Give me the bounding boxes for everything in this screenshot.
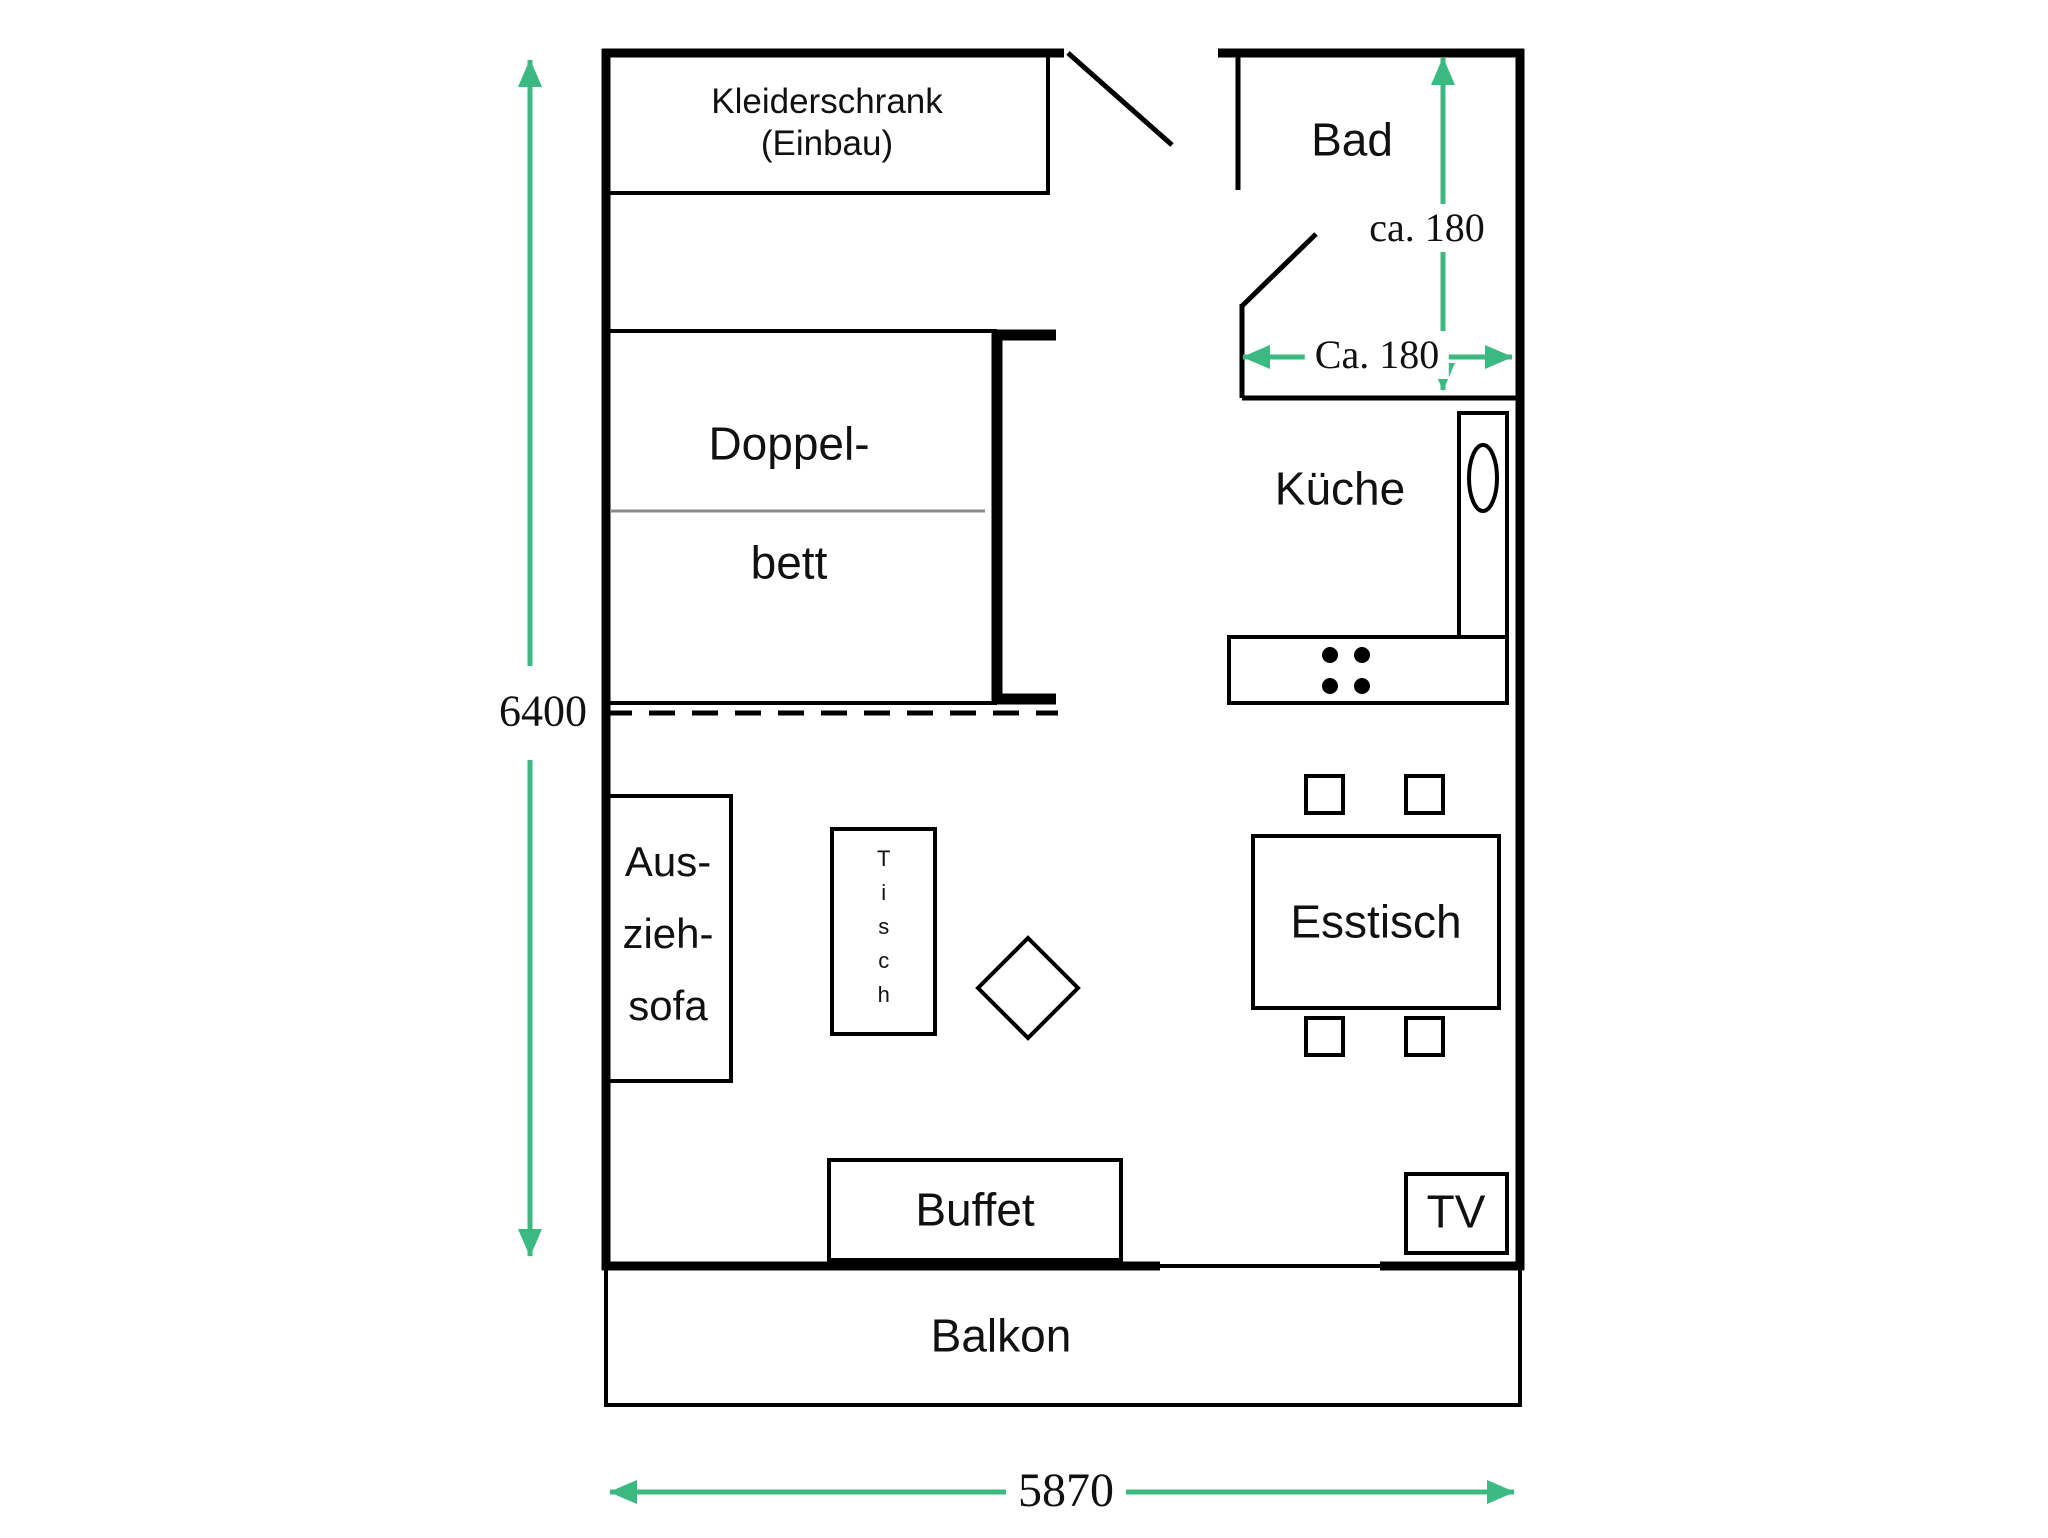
bad-label: Bad — [1311, 113, 1393, 166]
doppelbett-label-line2: bett — [750, 536, 828, 589]
tv-label: TV — [1426, 1185, 1486, 1238]
kleiderschrank-line1: Kleiderschrank — [711, 82, 943, 121]
ausziehsofa-box — [604, 794, 733, 1083]
doppelbett-label-line1: Doppel- — [708, 417, 870, 470]
chair-box — [1404, 774, 1445, 815]
kueche-label: Küche — [1274, 462, 1406, 515]
stove-burner — [1354, 678, 1370, 694]
kleiderschrank-line2: (Einbau) — [760, 124, 894, 163]
stove — [1227, 635, 1509, 705]
chair-box — [1304, 1016, 1345, 1057]
ausziehsofa-line3: sofa — [628, 982, 708, 1029]
esstisch-box — [1251, 834, 1501, 1010]
total-height-dimension: 6400 — [487, 685, 599, 739]
stove-burner — [1322, 678, 1338, 694]
tisch-box — [830, 827, 937, 1036]
tisch-label: Tisch — [871, 846, 897, 1016]
ausziehsofa-line2: zieh- — [622, 910, 714, 957]
buffet-box — [827, 1158, 1123, 1262]
chair-box — [1404, 1016, 1445, 1057]
esstisch-label: Esstisch — [1290, 895, 1462, 948]
ausziehsofa-line1: Aus- — [624, 838, 712, 885]
entry-door-swing — [1066, 51, 1174, 147]
kleiderschrank-label: Kleiderschrank (Einbau) — [711, 81, 943, 165]
kitchen-sink — [1467, 443, 1499, 513]
stove-burner — [1322, 647, 1338, 663]
bad-width-dimension: Ca. 180 — [1304, 331, 1450, 379]
tv-box — [1404, 1172, 1509, 1255]
bad-height-dimension: ca. 180 — [1359, 204, 1495, 252]
buffet-label: Buffet — [915, 1183, 1035, 1236]
balkon-label: Balkon — [930, 1309, 1072, 1362]
balkon-box — [604, 1264, 1522, 1407]
kleiderschrank-box — [604, 51, 1050, 195]
chair-box — [1304, 774, 1345, 815]
decor-diamond — [975, 935, 1081, 1041]
total-width-dimension: 5870 — [1006, 1462, 1126, 1520]
stove-burner — [1354, 647, 1370, 663]
bad-door-leaf — [1240, 232, 1318, 308]
bed-outline — [604, 329, 997, 705]
ausziehsofa-label: Aus- zieh- sofa — [622, 826, 713, 1042]
